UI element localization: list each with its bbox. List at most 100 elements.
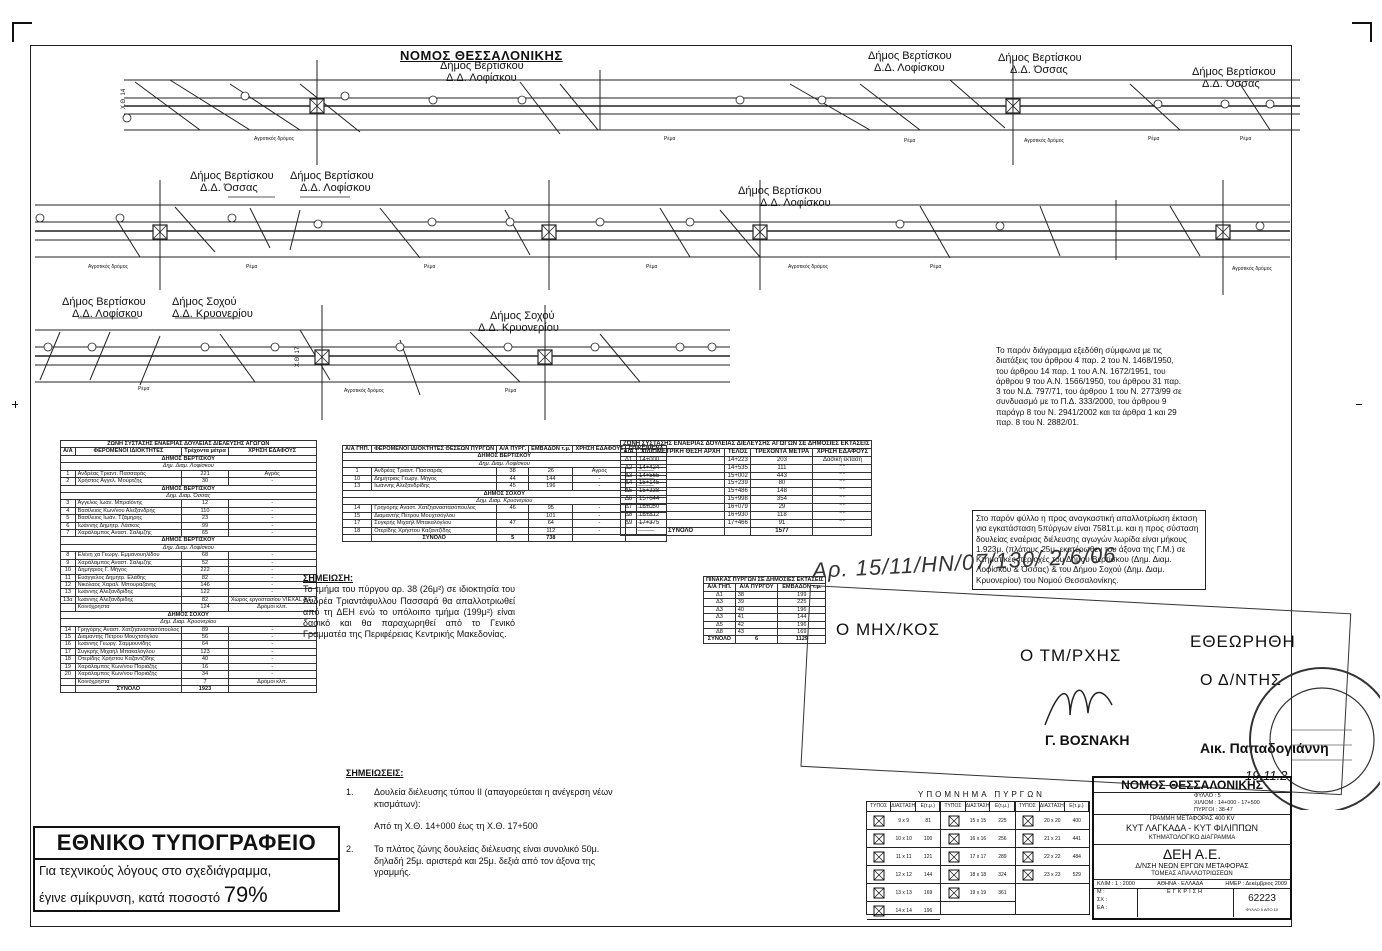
table-cell: 169 bbox=[777, 627, 827, 637]
col-header: Α/Α ΓΗΠ. bbox=[703, 583, 736, 592]
note-text: Το τμήμα του πύργου αρ. 38 (26μ²) σε ιδι… bbox=[303, 584, 515, 640]
legend-header-cell: Ε(τ.μ.) bbox=[1065, 802, 1089, 811]
subgroup-row: Δημ. Διαμ. Όσσας bbox=[60, 491, 317, 501]
table-cell bbox=[341, 534, 373, 543]
table-cell: 9 bbox=[60, 558, 76, 568]
table-cell: Γρηγόρης Αναστ. Χατζηαναστασόπουλος bbox=[74, 625, 183, 634]
table-cell: 203 bbox=[750, 455, 814, 465]
legend-header-cell: Ε(τ.μ.) bbox=[990, 802, 1015, 811]
table-cell: Δ8 bbox=[619, 511, 638, 520]
table-cell: 1577 bbox=[750, 526, 814, 536]
table-cell: 16 bbox=[181, 662, 229, 672]
table-cell: Χαράλαμπος Αναστ. Σαλιμζής bbox=[74, 529, 183, 538]
table-cell: 20 bbox=[60, 670, 76, 679]
table-cell: 222 bbox=[181, 566, 229, 575]
table-cell: Δρόμοι κλπ. bbox=[227, 603, 317, 612]
table-cell: 15+145 bbox=[636, 479, 726, 489]
table-cell: Δ3 bbox=[703, 605, 736, 615]
edge-tick-right bbox=[1356, 404, 1362, 405]
note-number: 2. bbox=[346, 844, 354, 855]
table-cell: 5 bbox=[496, 534, 530, 543]
tb-project: ΓΡΑΜΜΗ ΜΕΤΑΦΟΡΑΣ 400 KV ΚΥΤ ΛΑΓΚΑΔΑ - ΚΥ… bbox=[1094, 815, 1290, 845]
table-cell: 64 bbox=[528, 519, 574, 528]
col-header: ΤΡΕΧΟΝΤΑ ΜΕΤΡΑ bbox=[750, 447, 814, 457]
table-cell: 40 bbox=[181, 655, 229, 664]
subgroup-row: Δημ. Διαμ. Λοφίσκου bbox=[342, 459, 667, 469]
tower-area: 441 bbox=[1072, 835, 1081, 842]
tower-dimension: 22 x 22 bbox=[1044, 853, 1061, 860]
table-cell: - bbox=[572, 519, 627, 528]
table-cell: 1923 bbox=[181, 684, 229, 694]
ethniko-title: ΕΘΝΙΚΟ ΤΥΠΟΓΡΑΦΕΙΟ bbox=[56, 830, 317, 855]
tower-type-icon bbox=[867, 815, 891, 827]
table-cell: 13 bbox=[60, 588, 76, 597]
table-cell: 16+050 bbox=[636, 503, 726, 513]
corner-mark-top-right bbox=[1352, 22, 1372, 42]
tb-ea: ΕΑ : bbox=[1097, 904, 1108, 911]
table-cell: " " bbox=[812, 495, 873, 505]
tower-type-icon bbox=[867, 869, 891, 881]
col-header: ΦΕΡΟΜΕΝΟΙ ΙΔΙΟΚΤΗΤΕΣ ΘΕΣΕΩΝ ΠΥΡΓΩΝ bbox=[371, 444, 498, 454]
strip1-note-6: Ρέμα bbox=[1240, 136, 1252, 142]
note-number: 1. bbox=[346, 787, 354, 798]
note-line: Το πλάτος ζώνης δουλείας διέλευσης είναι… bbox=[374, 844, 600, 877]
table-cell: 16 bbox=[60, 640, 76, 649]
table-cell: 16+930 bbox=[724, 511, 752, 520]
table-cell: Οτερίδης Χρήστου Καζαντζίδης bbox=[74, 655, 183, 664]
table-cell: 144 bbox=[528, 474, 574, 484]
table-cell: Βασίλειος Κων/νου Αλεξανδρής bbox=[74, 506, 183, 516]
col-header: ΧΡΗΣΗ ΕΔΑΦΟΥΣ bbox=[227, 447, 317, 456]
table-cell: Χρήστος Αγγελ. Μούρτζης bbox=[74, 477, 183, 486]
table-cell: - bbox=[572, 482, 627, 491]
table-cell: - bbox=[227, 670, 317, 679]
tower-dimension: 20 x 20 bbox=[1044, 817, 1061, 824]
table-cell: Ιωάννης Δημητρ. Λάσκος bbox=[74, 521, 183, 531]
tower-dimension: 12 x 12 bbox=[895, 871, 912, 878]
drawing-frame bbox=[30, 45, 1292, 927]
tower-type-icon bbox=[941, 833, 965, 845]
table-cell: 82 bbox=[181, 573, 229, 583]
group-label: ΔΗΜΟΣ ΒΕΡΤΙΣΚΟΥ bbox=[60, 536, 317, 545]
tb-number-cell: 62223 ΦΥΛΛΟ 5 ΑΠΟ 10 bbox=[1234, 889, 1290, 917]
tb-fyllo: ΦΥΛΛΟ : 5 bbox=[1194, 793, 1221, 799]
table-cell: 64 bbox=[181, 640, 229, 649]
table-cell: 89 bbox=[181, 625, 229, 634]
strip3-km-label: Χ.Θ. 17 bbox=[295, 346, 302, 368]
table-cell: Ανδρέας Τριαντ. Πασσαράς bbox=[74, 469, 183, 479]
table-cell: 14 bbox=[341, 504, 373, 513]
tower-type-icon bbox=[867, 833, 891, 845]
group-header-row: ΔΗΜΟΣ ΒΕΡΤΙΣΚΟΥ bbox=[60, 536, 317, 545]
table-cell: 12 bbox=[60, 580, 76, 590]
stamp-mhx: Ο ΜΗΧ/ΚΟΣ bbox=[836, 620, 940, 639]
col-header: ΧΡΗΣΗ ΕΔΑΦΟΥΣ bbox=[572, 444, 627, 454]
group-label: ΔΗΜΟΣ ΣΟΧΟΥ bbox=[60, 610, 317, 620]
tower-dimension: 10 x 10 bbox=[895, 835, 912, 842]
table-cell: 124 bbox=[181, 603, 229, 612]
table-cell: 18 bbox=[341, 526, 373, 536]
table-cell: 91 bbox=[750, 518, 814, 528]
table-cell: 18 bbox=[60, 655, 76, 664]
stamp-ethewrhthh: ΕΘΕΩΡΗΘΗ bbox=[1190, 632, 1296, 651]
tower-dimension: 15 x 15 bbox=[969, 817, 987, 824]
table-cell: 38 bbox=[734, 590, 779, 600]
tower-area: 225 bbox=[998, 817, 1007, 824]
table-cell: 199 bbox=[777, 590, 827, 600]
table-cell: Δ5 bbox=[703, 620, 736, 629]
table-cell: 56 bbox=[181, 632, 229, 642]
table-cell: ΣΥΝΟΛΟ bbox=[74, 684, 183, 694]
